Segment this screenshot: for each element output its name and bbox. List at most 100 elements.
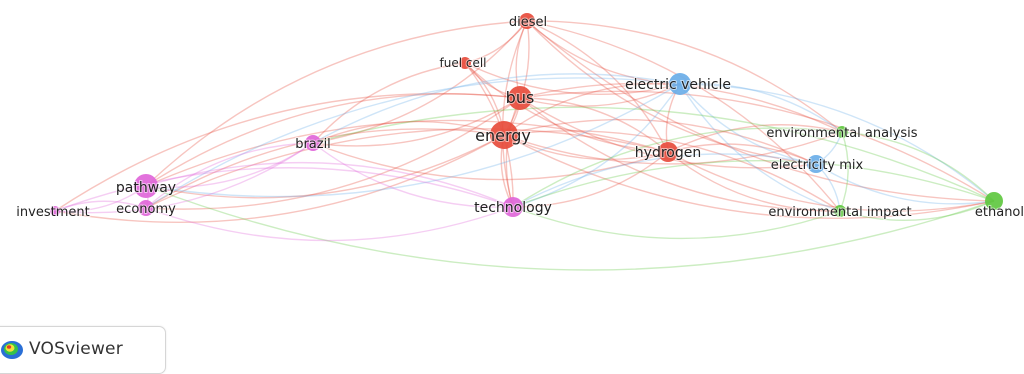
- node-label-environmental-impact: environmental impact: [768, 205, 911, 220]
- link-bus-ethanol: [519, 90, 995, 202]
- link-environmental-analysis-technology: [512, 127, 843, 208]
- node-label-investment: investment: [16, 205, 89, 220]
- node-label-brazil: brazil: [295, 137, 331, 152]
- link-ethanol-pathway: [145, 185, 995, 271]
- node-label-bus: bus: [506, 88, 535, 107]
- node-technology[interactable]: [503, 197, 523, 217]
- link-economy-investment: [54, 200, 147, 212]
- link-energy-environmental-impact: [503, 130, 841, 212]
- link-energy-hydrogen: [503, 134, 669, 161]
- node-ethanol[interactable]: [985, 192, 1003, 210]
- link-bus-technology: [505, 97, 521, 208]
- node-label-technology: technology: [474, 200, 552, 216]
- link-technology-economy: [145, 206, 514, 242]
- link-environmental-analysis-environmental-impact: [839, 131, 849, 212]
- link-bus-investment: [54, 92, 521, 212]
- link-diesel-brazil: [312, 20, 528, 144]
- node-brazil[interactable]: [305, 135, 321, 151]
- link-electric-vehicle-environmental-analysis: [679, 82, 843, 133]
- node-electric-vehicle[interactable]: [669, 73, 691, 95]
- link-brazil-pathway: [145, 142, 314, 188]
- link-diesel-pathway: [145, 20, 528, 187]
- link-hydrogen-ethanol: [667, 151, 995, 212]
- link-electric-vehicle-pathway: [145, 83, 681, 198]
- link-diesel-electricity-mix: [526, 20, 817, 165]
- link-ethanol-technology: [512, 159, 995, 208]
- link-bus-pathway: [145, 93, 521, 187]
- link-electricity-mix-ethanol: [815, 163, 995, 205]
- link-electric-vehicle-brazil: [312, 73, 681, 144]
- link-hydrogen-pathway: [145, 119, 669, 187]
- link-hydrogen-economy: [145, 128, 669, 209]
- node-energy[interactable]: [490, 121, 518, 149]
- node-label-environmental-analysis: environmental analysis: [766, 126, 917, 141]
- vosviewer-text: VOSviewer: [29, 339, 123, 359]
- link-hydrogen-brazil: [312, 142, 669, 181]
- node-label-energy: energy: [475, 126, 531, 145]
- node-label-diesel: diesel: [509, 15, 547, 30]
- link-bus-economy: [145, 97, 521, 210]
- node-electricity-mix[interactable]: [807, 155, 825, 173]
- link-diesel-environmental-analysis: [526, 20, 843, 133]
- link-energy-electric-vehicle: [503, 82, 681, 136]
- node-label-ethanol: ethanol: [975, 205, 1024, 220]
- node-label-electricity-mix: electricity mix: [771, 158, 864, 173]
- link-electric-vehicle-environmental-impact: [679, 83, 841, 212]
- node-environmental-analysis[interactable]: [836, 126, 848, 138]
- link-diesel-ethanol: [526, 20, 995, 202]
- link-hydrogen-environmental-impact: [667, 151, 841, 212]
- link-hydrogen-electricity-mix: [667, 143, 817, 165]
- link-bus-brazil: [312, 97, 521, 147]
- link-diesel-hydrogen: [526, 20, 669, 153]
- vosviewer-watermark: VOSviewer: [0, 326, 166, 374]
- node-investment[interactable]: [50, 206, 60, 216]
- link-electric-vehicle-ethanol: [679, 83, 995, 202]
- node-hydrogen[interactable]: [658, 142, 678, 162]
- link-hydrogen-environmental-analysis: [667, 124, 843, 153]
- link-energy-environmental-analysis: [503, 131, 843, 165]
- link-fuel-cell-brazil: [312, 62, 466, 144]
- link-bus-environmental-impact: [519, 97, 841, 212]
- link-brazil-economy: [145, 142, 314, 209]
- link-bus-hydrogen: [519, 97, 669, 153]
- node-fuel-cell[interactable]: [459, 57, 471, 69]
- node-economy[interactable]: [138, 200, 154, 216]
- node-label-electric-vehicle: electric vehicle: [625, 77, 731, 93]
- node-bus[interactable]: [508, 86, 532, 110]
- link-hydrogen-technology: [512, 151, 669, 208]
- node-label-hydrogen: hydrogen: [635, 145, 701, 161]
- network-links: [54, 20, 995, 271]
- link-electric-vehicle-economy: [145, 77, 681, 209]
- link-electric-vehicle-electricity-mix: [679, 83, 817, 165]
- link-energy-investment: [54, 134, 505, 224]
- link-brazil-investment: [54, 142, 314, 214]
- link-environmental-impact-ethanol: [839, 200, 995, 221]
- node-diesel[interactable]: [519, 13, 535, 29]
- node-environmental-impact[interactable]: [834, 205, 846, 217]
- link-energy-pathway: [145, 134, 505, 199]
- node-label-economy: economy: [116, 202, 176, 217]
- link-diesel-electric-vehicle: [526, 20, 681, 85]
- node-label-pathway: pathway: [116, 180, 176, 196]
- link-technology-brazil: [312, 142, 514, 208]
- link-bus-electric-vehicle: [519, 83, 681, 107]
- link-fuel-cell-electric-vehicle: [464, 62, 681, 95]
- link-fuel-cell-hydrogen: [464, 62, 669, 153]
- link-energy-electricity-mix: [503, 118, 817, 165]
- link-diesel-environmental-impact: [526, 20, 841, 212]
- node-pathway[interactable]: [134, 174, 158, 198]
- link-energy-brazil: [312, 120, 505, 144]
- link-ethanol-brazil: [312, 106, 995, 202]
- network-labels: diesel fuel cell bus energy hydrogen electric…: [15, 14, 1024, 221]
- link-environmental-impact-technology: [512, 206, 841, 240]
- vosviewer-logo-icon: [1, 341, 23, 359]
- link-energy-ethanol: [503, 134, 995, 219]
- network-nodes: [50, 13, 1003, 217]
- link-electric-vehicle-technology: [512, 83, 681, 208]
- node-label-fuel-cell: fuel cell: [439, 56, 486, 70]
- link-technology-pathway: [145, 161, 514, 208]
- link-diesel-technology: [501, 20, 528, 208]
- link-technology-investment: [54, 167, 514, 212]
- link-environmental-analysis-ethanol: [841, 131, 995, 202]
